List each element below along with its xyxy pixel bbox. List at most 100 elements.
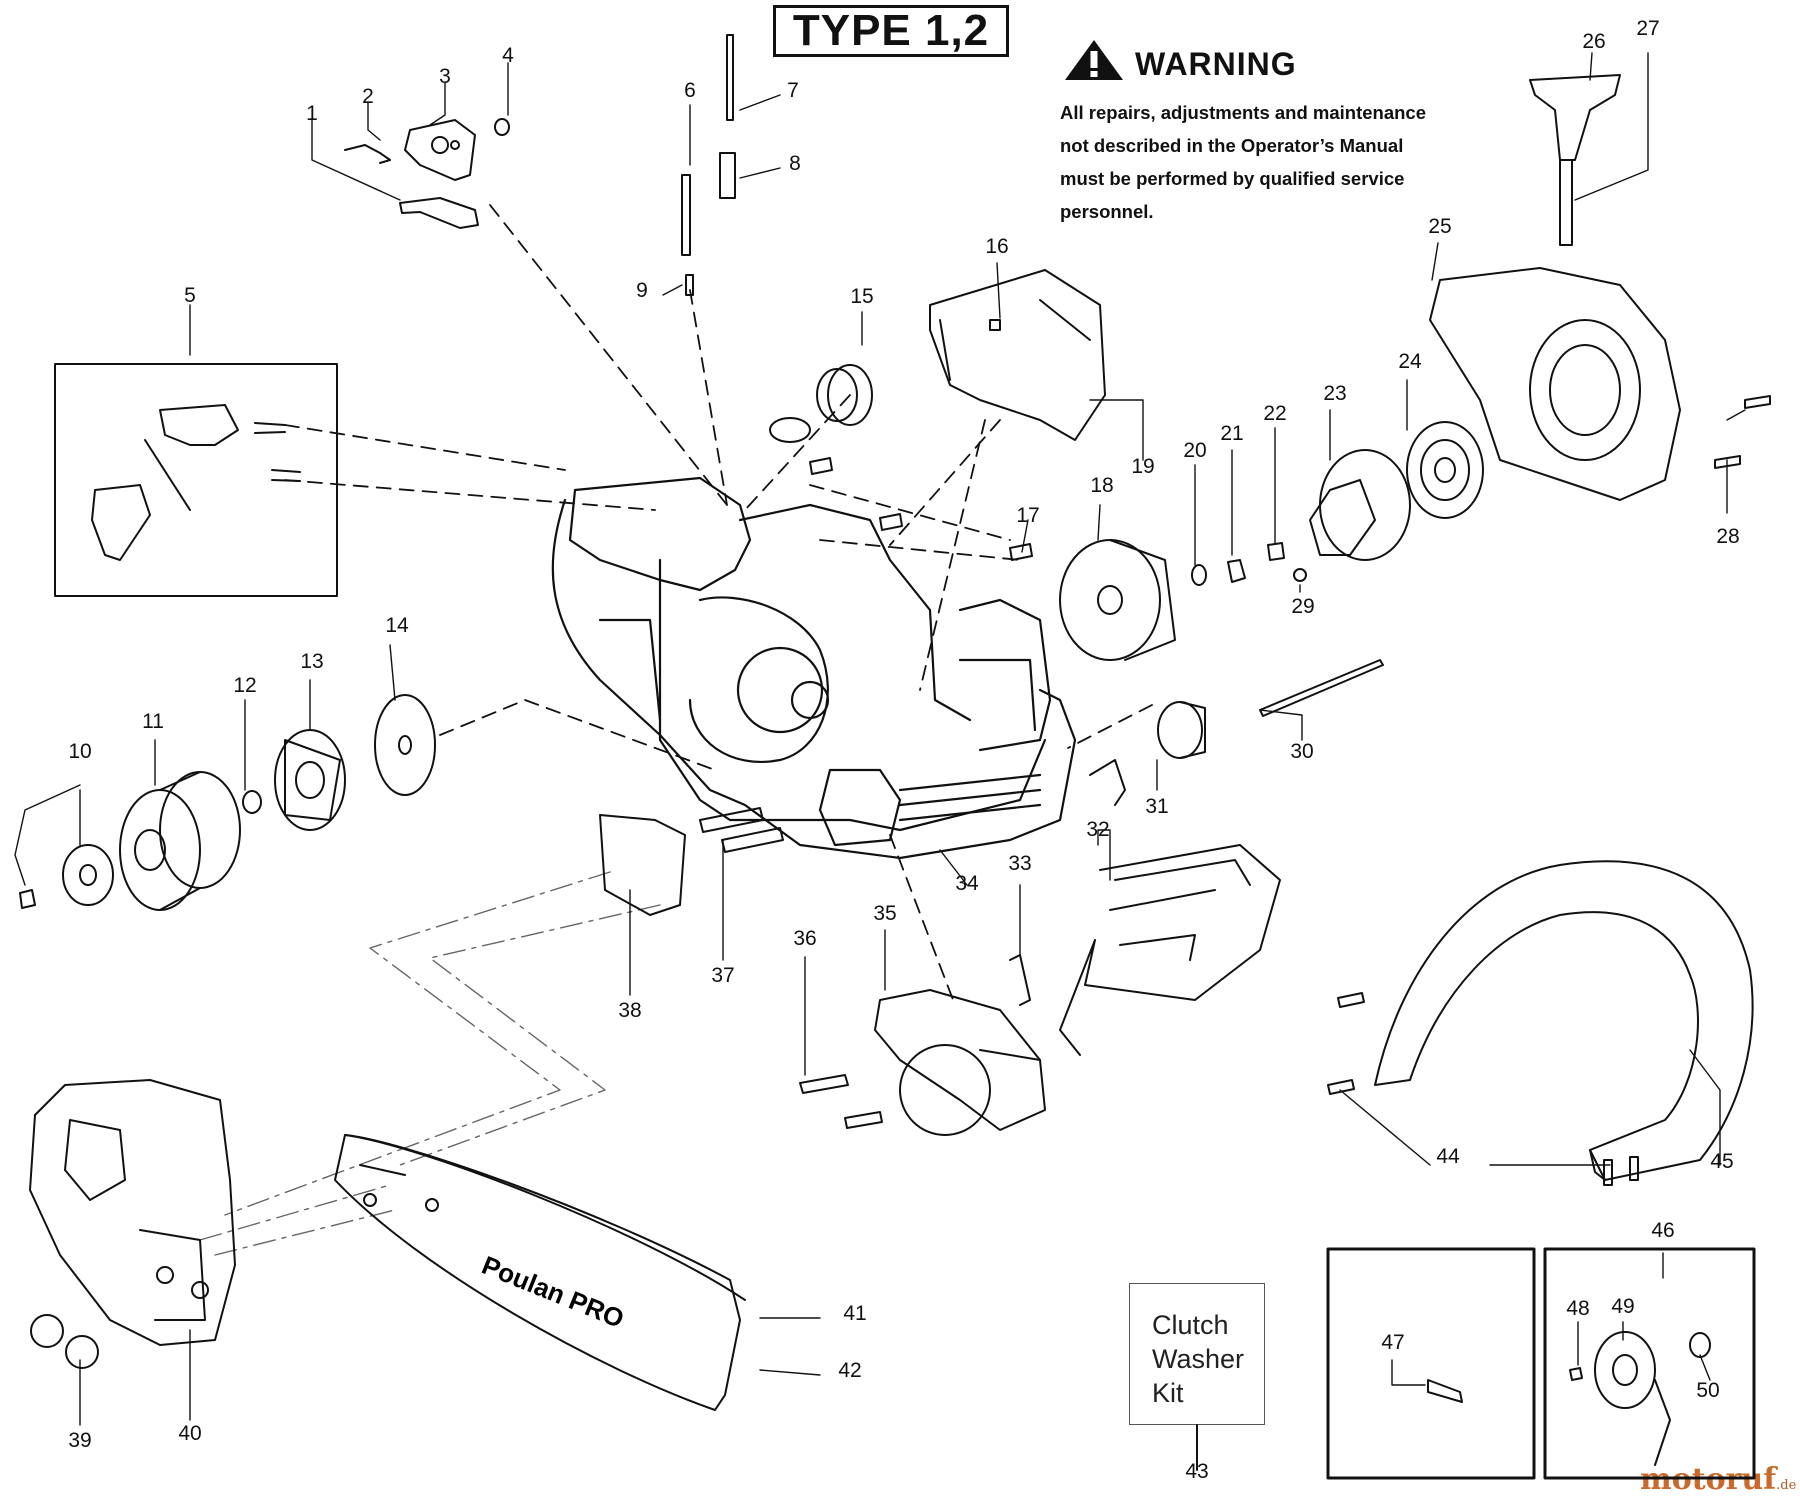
part-10-washer — [62, 844, 114, 906]
warning-text: All repairs, adjustments and maintenance… — [1060, 96, 1452, 228]
callout-45: 45 — [1710, 1150, 1733, 1173]
warning-line: personnel. — [1060, 201, 1154, 222]
callout-38: 38 — [618, 999, 641, 1022]
callout-41: 41 — [843, 1302, 866, 1325]
part-31-cap — [1089, 701, 1206, 806]
part-47-screw — [1427, 1379, 1463, 1403]
part-1-lever — [399, 197, 479, 229]
callout-30: 30 — [1290, 740, 1313, 763]
callout-20: 20 — [1183, 439, 1206, 462]
callout-35: 35 — [873, 902, 896, 925]
callout-10: 10 — [68, 740, 91, 763]
part-13-clutch — [274, 729, 346, 831]
callout-17: 17 — [1016, 504, 1039, 527]
kit-line: Kit — [1152, 1378, 1184, 1408]
part-28-screw — [1744, 395, 1771, 409]
bar-brand: Poulan PRO — [478, 1250, 629, 1334]
part-40-side-cover — [29, 1079, 236, 1346]
part-5-box — [54, 363, 338, 597]
part-14-disc — [374, 694, 436, 796]
callout-11: 11 — [142, 710, 164, 733]
part-47-box — [1326, 1247, 1536, 1480]
part-18-flywheel — [1059, 539, 1176, 661]
callout-48: 48 — [1566, 1297, 1589, 1320]
part-17-pad — [809, 457, 833, 475]
part-30-rod — [1259, 659, 1384, 717]
callout-46: 46 — [1651, 1219, 1674, 1242]
part-19-bracket — [929, 269, 1106, 441]
part-7-rod — [726, 34, 734, 121]
callout-37: 37 — [711, 964, 734, 987]
part-48-screw — [1569, 1367, 1583, 1381]
part-24-spring — [1406, 421, 1484, 519]
part-33-clip — [1009, 954, 1031, 1006]
part-8-grommet — [719, 152, 736, 199]
callout-19: 19 — [1131, 455, 1154, 478]
part-12-washer — [242, 790, 262, 814]
callout-44: 44 — [1436, 1145, 1460, 1168]
part-36-screw — [799, 1074, 849, 1094]
kit-line: Clutch — [1152, 1310, 1229, 1340]
callout-3: 3 — [439, 65, 451, 88]
callout-24: 24 — [1398, 350, 1422, 373]
callout-6: 6 — [684, 79, 696, 102]
part-4-washer — [494, 118, 510, 136]
callout-16: 16 — [985, 235, 1008, 258]
part-11-drum — [119, 771, 241, 911]
part-35-cover — [874, 989, 1046, 1136]
part-6-rod — [681, 174, 691, 256]
warning-line: All repairs, adjustments and maintenance — [1060, 102, 1426, 123]
callout-4: 4 — [502, 44, 514, 67]
callout-36: 36 — [793, 927, 816, 950]
warning-line: must be performed by qualified service — [1060, 168, 1405, 189]
callout-5: 5 — [184, 284, 196, 307]
callout-22: 22 — [1263, 402, 1286, 425]
part-46-box — [1543, 1247, 1756, 1480]
callout-23: 23 — [1323, 382, 1346, 405]
part-9-fitting — [685, 274, 694, 296]
callout-25: 25 — [1428, 215, 1451, 238]
callout-50: 50 — [1696, 1379, 1719, 1402]
part-26-handle — [1529, 74, 1621, 246]
callout-29: 29 — [1291, 595, 1314, 618]
callout-32: 32 — [1086, 818, 1109, 841]
type-label: TYPE 1,2 — [773, 5, 1009, 57]
callout-47: 47 — [1381, 1331, 1404, 1354]
part-49-oil-pump — [1594, 1331, 1671, 1466]
callout-13: 13 — [300, 650, 323, 673]
callout-27: 27 — [1636, 17, 1659, 40]
callout-49: 49 — [1611, 1295, 1634, 1318]
callout-40: 40 — [178, 1422, 201, 1445]
callout-9: 9 — [636, 279, 648, 302]
callout-7: 7 — [787, 79, 799, 102]
part-15-cap — [769, 364, 873, 443]
part-5-trigger — [159, 404, 239, 446]
part-22-screw — [1267, 542, 1285, 561]
leader-lines — [14, 52, 1746, 1426]
callout-12: 12 — [233, 674, 256, 697]
part-3-switch — [404, 119, 476, 181]
part-39-nut — [30, 1314, 64, 1348]
crankcase-34 — [551, 476, 1077, 860]
part-44-screw — [1337, 992, 1365, 1008]
callout-15: 15 — [850, 285, 873, 308]
kit-line: Washer — [1152, 1344, 1245, 1374]
part-50-gear — [1689, 1332, 1711, 1358]
callout-21: 21 — [1220, 422, 1243, 445]
callout-33: 33 — [1008, 852, 1031, 875]
callout-2: 2 — [362, 85, 374, 108]
part-16-screw — [989, 319, 1001, 331]
callout-1: 1 — [306, 102, 318, 125]
part-29-washer — [1293, 568, 1307, 582]
callout-14: 14 — [385, 614, 409, 637]
callout-28: 28 — [1716, 525, 1739, 548]
part-38-plate — [599, 814, 686, 916]
part-20-washer — [1191, 564, 1207, 586]
bar-chain-dashdot-lines — [199, 871, 661, 1256]
callout-26: 26 — [1582, 30, 1605, 53]
part-21-nut — [1227, 559, 1246, 583]
callout-18: 18 — [1090, 474, 1113, 497]
part-25-housing — [1429, 267, 1681, 501]
